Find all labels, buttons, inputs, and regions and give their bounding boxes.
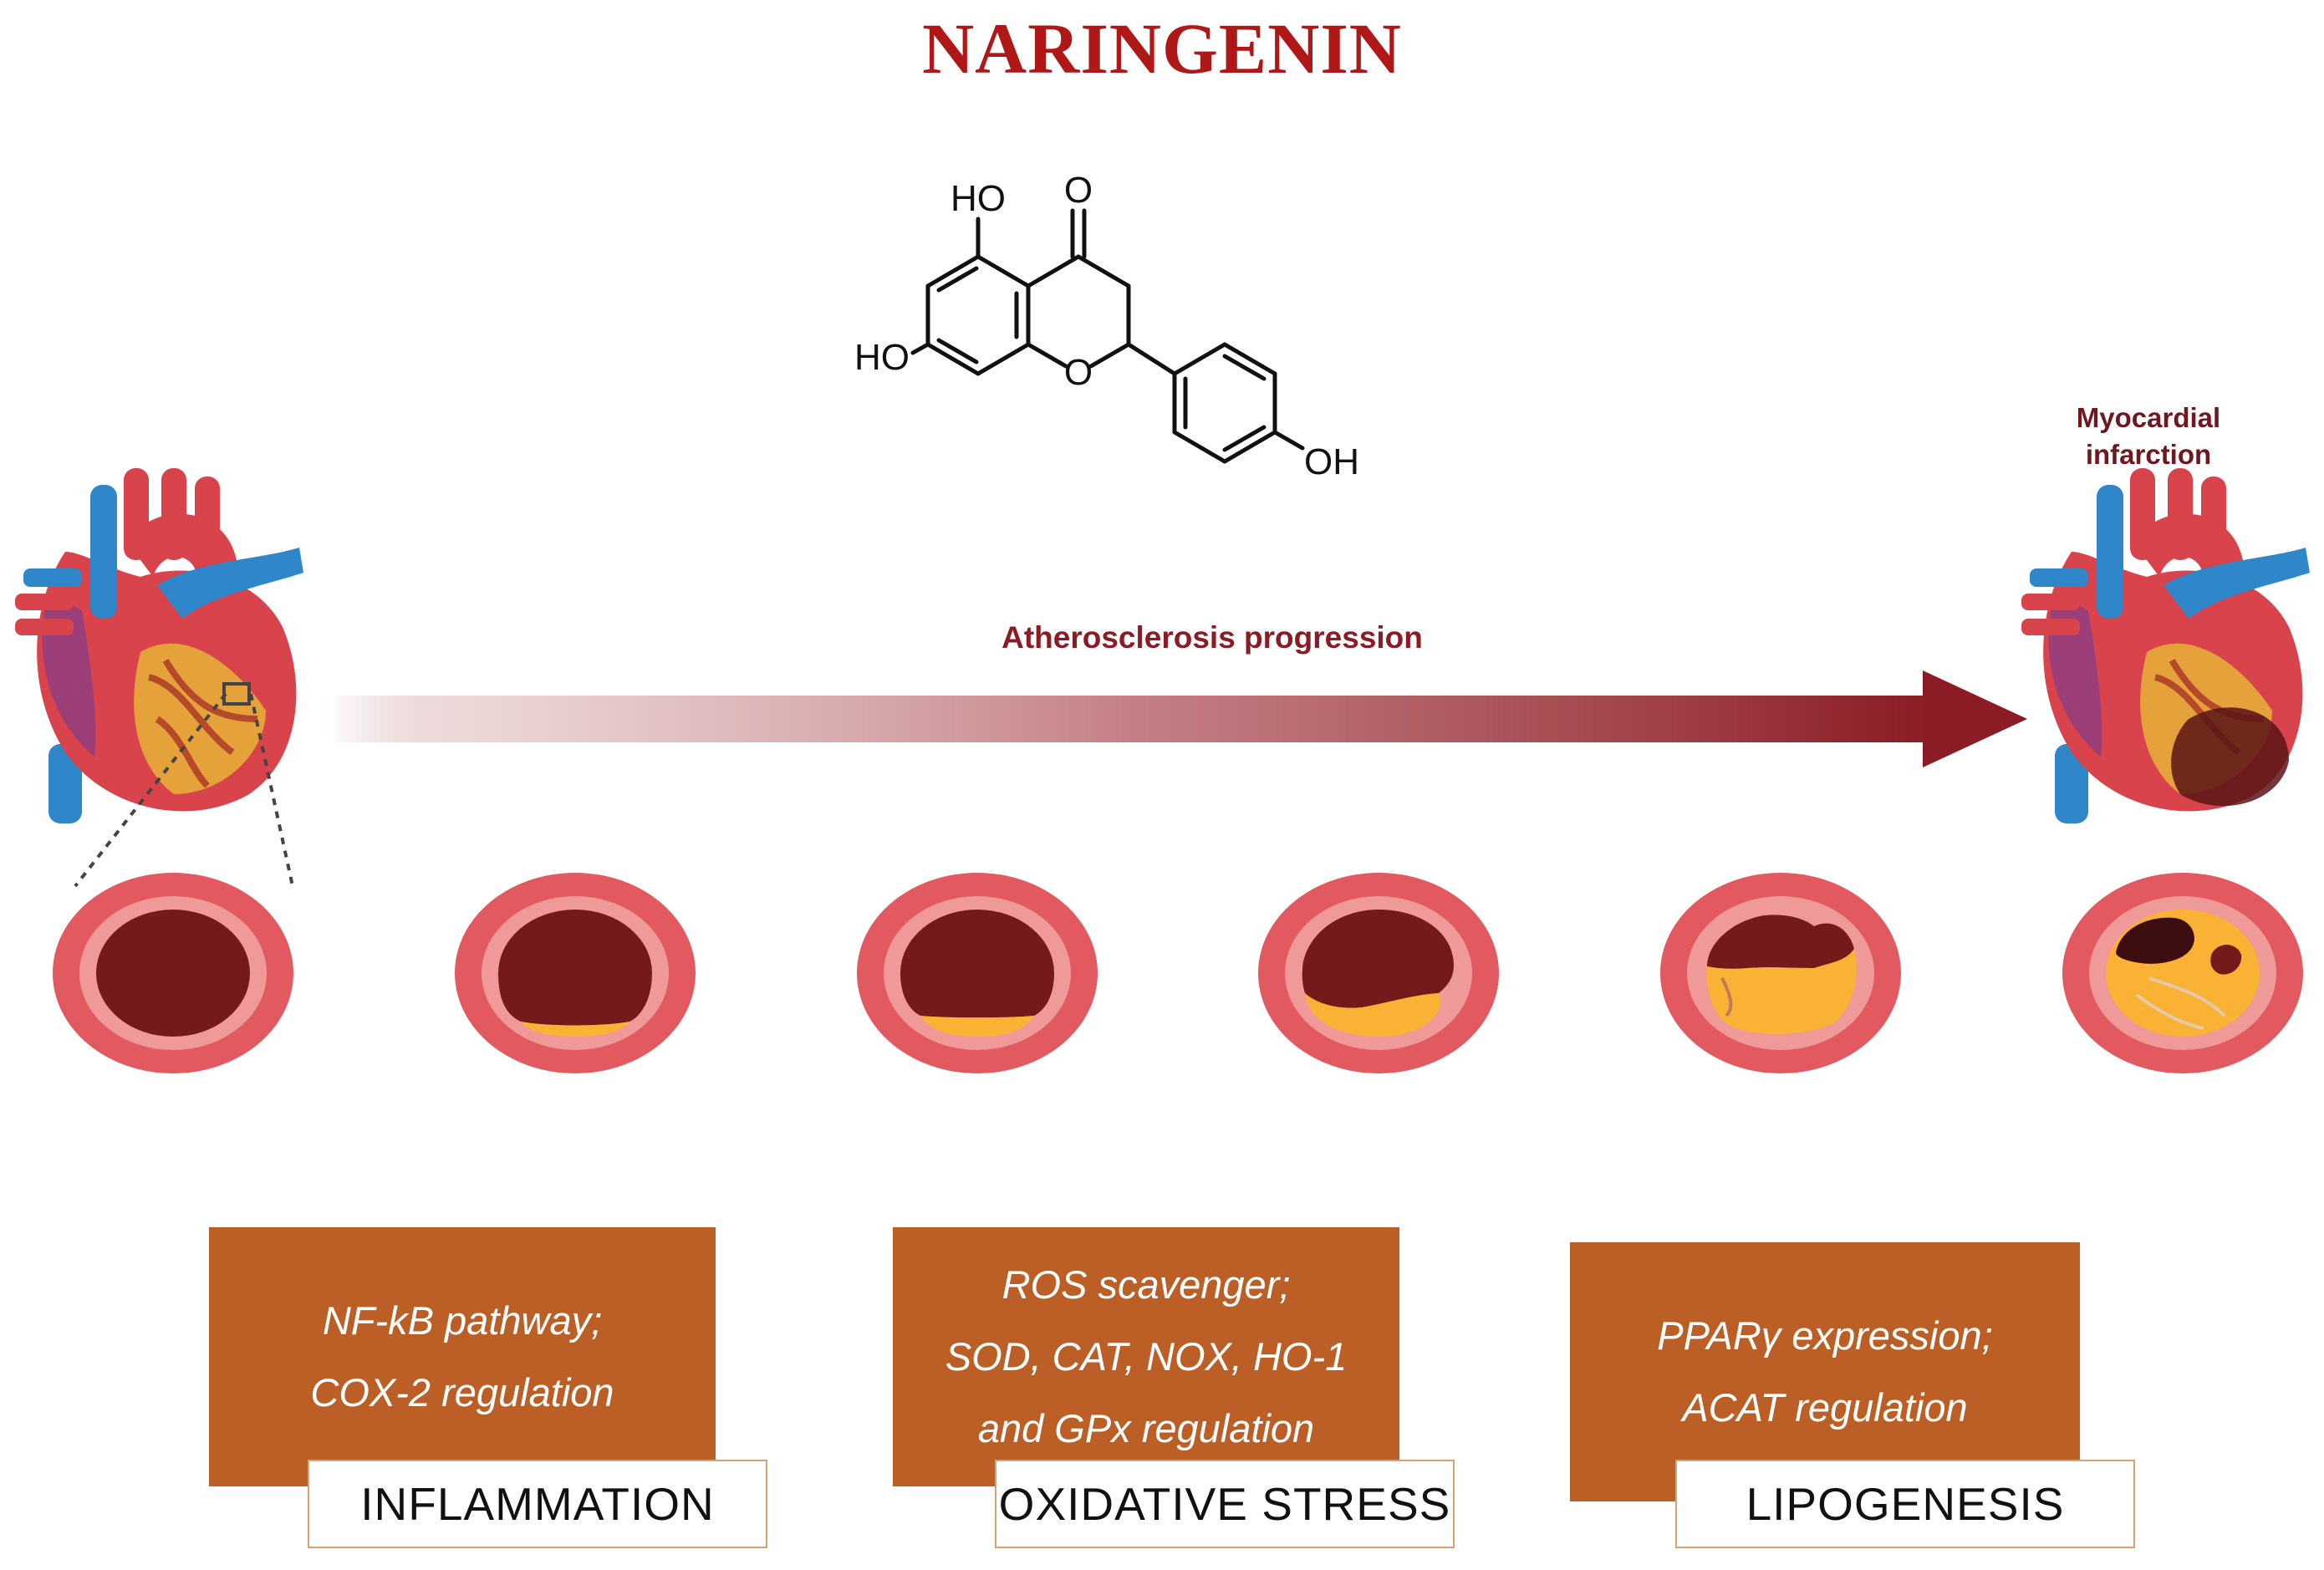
mechanism-box-lipogenesis: PPARγ expression; ACAT regulation [1570, 1242, 2080, 1501]
zoom-indicator-lines [74, 692, 294, 888]
endpoint-label-line-2: infarction [2085, 439, 2212, 470]
mechanism-line: ACAT regulation [1682, 1385, 1968, 1430]
mechanism-box-oxidative-stress: ROS scavenger; SOD, CAT, NOX, HO-1 and G… [893, 1227, 1399, 1486]
diagram-title: NARINGENIN [922, 8, 1402, 89]
atom-label-ho-left: HO [854, 337, 910, 378]
mechanism-box-inflammation: NF-kB pathway; COX-2 regulation [209, 1227, 716, 1486]
category-label-oxidative-stress: OXIDATIVE STRESS [995, 1460, 1455, 1548]
naringenin-structure: HO O HO O OH [854, 170, 1359, 482]
endpoint-label-line-1: Myocardial [2076, 402, 2221, 433]
atom-label-oh-right: OH [1304, 441, 1359, 482]
healthy-heart-illustration [15, 468, 303, 823]
category-label-inflammation: INFLAMMATION [308, 1460, 767, 1548]
atom-label-carbonyl-o: O [1064, 170, 1093, 211]
vessel-cross-section-2 [455, 873, 696, 1073]
vessel-cross-section-1 [53, 873, 293, 1073]
atom-label-ho-top: HO [950, 178, 1006, 219]
endpoint-label: Myocardial infarction [1998, 400, 2299, 473]
vessel-cross-section-6 [2062, 873, 2303, 1073]
mechanism-line: ROS scavenger; [1001, 1262, 1291, 1307]
vessel-cross-section-4 [1258, 873, 1499, 1073]
infarcted-heart-illustration [2021, 468, 2310, 823]
arrow-label: Atherosclerosis progression [1001, 620, 1423, 655]
mechanism-line: PPARγ expression; [1657, 1313, 1993, 1358]
mechanism-line: SOD, CAT, NOX, HO-1 [945, 1334, 1348, 1379]
vessel-cross-section-5 [1660, 873, 1901, 1073]
progression-arrow [326, 670, 2027, 767]
atom-label-ring-o: O [1064, 352, 1093, 393]
mechanism-line: NF-kB pathway; [322, 1298, 603, 1343]
vessel-cross-section-3 [857, 873, 1098, 1073]
mechanism-line: and GPx regulation [977, 1406, 1315, 1450]
category-label-lipogenesis: LIPOGENESIS [1675, 1460, 2135, 1548]
mechanism-line: COX-2 regulation [310, 1370, 614, 1415]
